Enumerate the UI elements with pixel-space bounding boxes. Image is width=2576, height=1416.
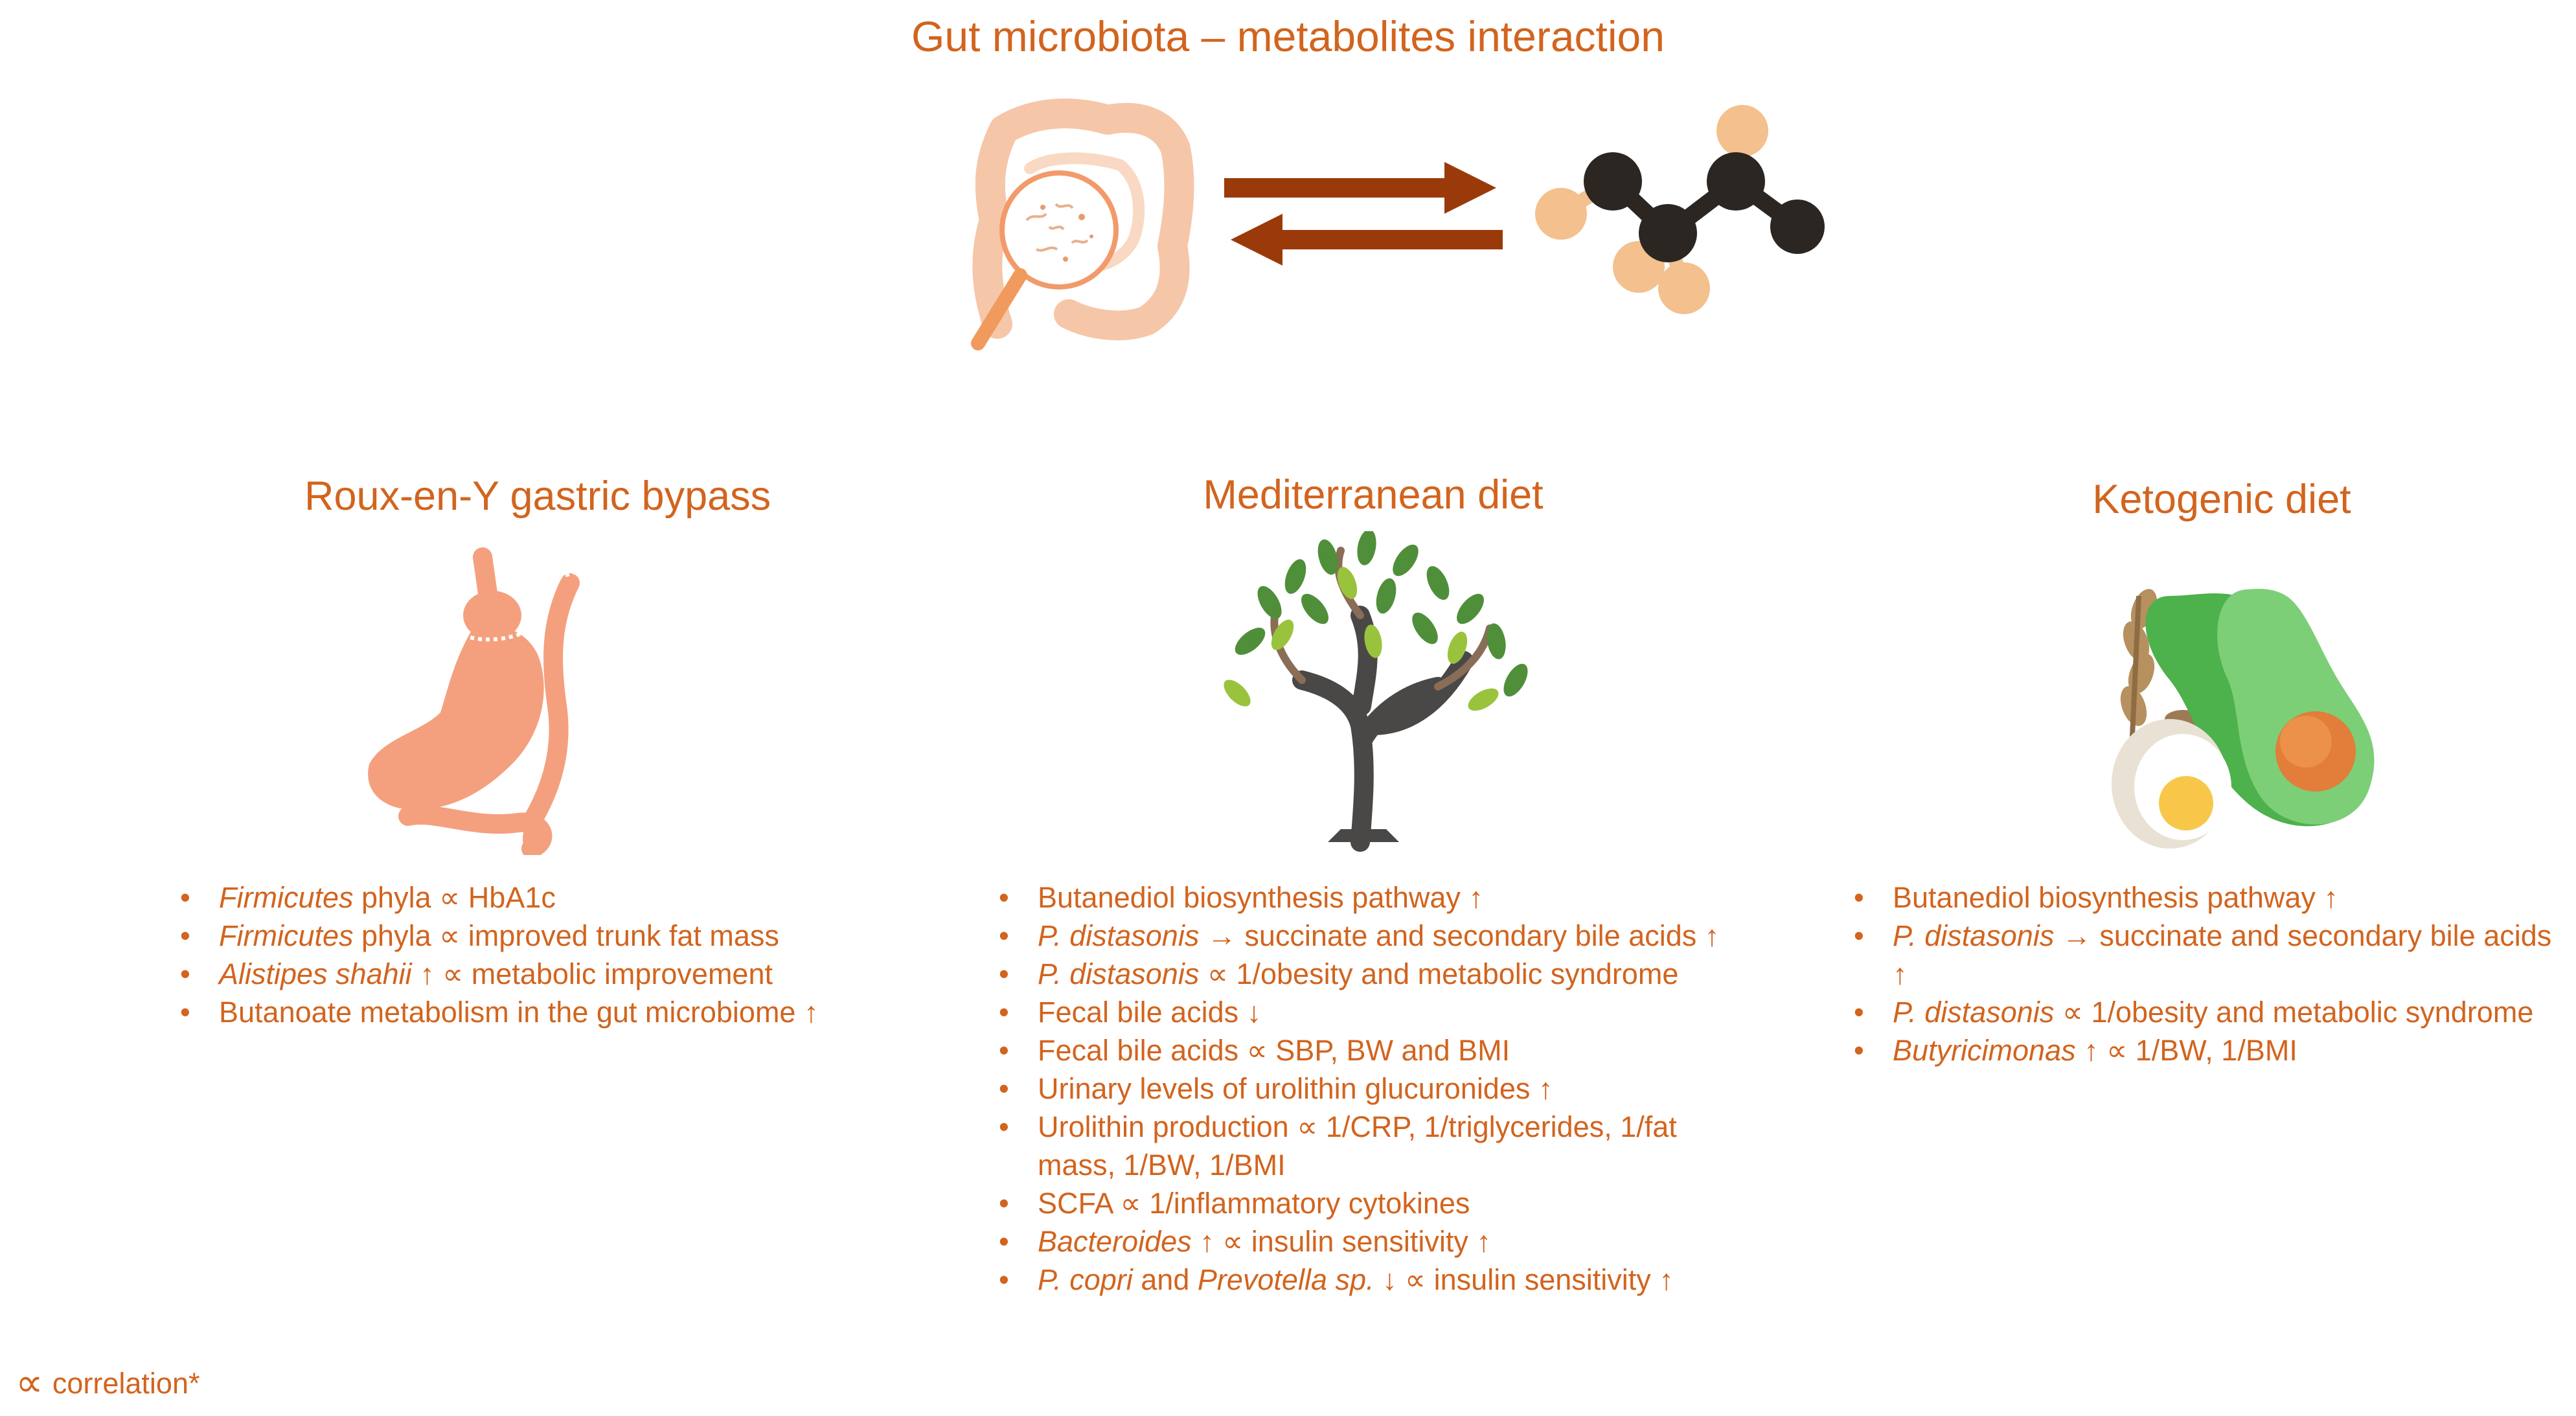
legend-label: correlation* (52, 1367, 200, 1400)
list-item: Butanediol biosynthesis pathway ↑ (999, 878, 1737, 917)
list-item: Bacteroides ↑ ∝ insulin sensitivity ↑ (999, 1222, 1737, 1261)
list-item: Urolithin production ∝ 1/CRP, 1/triglyce… (999, 1108, 1705, 1184)
avocado-egg-wheat-icon (2112, 589, 2375, 849)
list-item: Urinary levels of urolithin glucuronides… (999, 1069, 1737, 1108)
ketogenic-title: Ketogenic diet (2092, 477, 2351, 522)
list-item: Butanoate metabolism in the gut microbio… (180, 993, 893, 1031)
mediterranean-findings-list: Butanediol biosynthesis pathway ↑ P. dis… (999, 878, 1737, 1299)
list-item: Firmicutes phyla ∝ HbA1c (180, 878, 893, 917)
correlation-symbol: ∝ (16, 1361, 43, 1404)
list-item: Butanediol biosynthesis pathway ↑ (1854, 878, 2573, 917)
diagram-title: Gut microbiota – metabolites interaction (911, 12, 1665, 60)
list-item: SCFA ∝ 1/inflammatory cytokines (999, 1184, 1737, 1222)
legend: ∝ correlation* (16, 1360, 200, 1406)
list-item: Firmicutes phyla ∝ improved trunk fat ma… (180, 917, 893, 955)
molecule-icon (1535, 105, 1825, 314)
list-item: Alistipes shahii ↑ ∝ metabolic improveme… (180, 955, 893, 993)
mediterranean-title: Mediterranean diet (1203, 472, 1544, 518)
rygb-title: Roux-en-Y gastric bypass (304, 474, 771, 519)
list-item: P. distasonis ∝ 1/obesity and metabolic … (999, 955, 1737, 993)
gastric-bypass-stomach-icon (368, 547, 584, 855)
list-item: P. distasonis → succinate and secondary … (1854, 917, 2573, 993)
list-item: P. distasonis → succinate and secondary … (999, 917, 1737, 955)
rygb-findings-list: Firmicutes phyla ∝ HbA1c Firmicutes phyl… (180, 878, 893, 1031)
reversible-arrows-icon (1224, 162, 1503, 266)
ketogenic-findings-list: Butanediol biosynthesis pathway ↑ P. dis… (1854, 878, 2573, 1069)
list-item: P. copri and Prevotella sp. ↓ ∝ insulin … (999, 1261, 1737, 1299)
list-item: Fecal bile acids ∝ SBP, BW and BMI (999, 1031, 1737, 1069)
list-item: P. distasonis ∝ 1/obesity and metabolic … (1854, 993, 2573, 1031)
intestine-magnifier-icon (971, 98, 1194, 350)
list-item: Fecal bile acids ↓ (999, 993, 1737, 1031)
olive-tree-icon (1224, 531, 1528, 852)
list-item: Butyricimonas ↑ ∝ 1/BW, 1/BMI (1854, 1031, 2573, 1069)
